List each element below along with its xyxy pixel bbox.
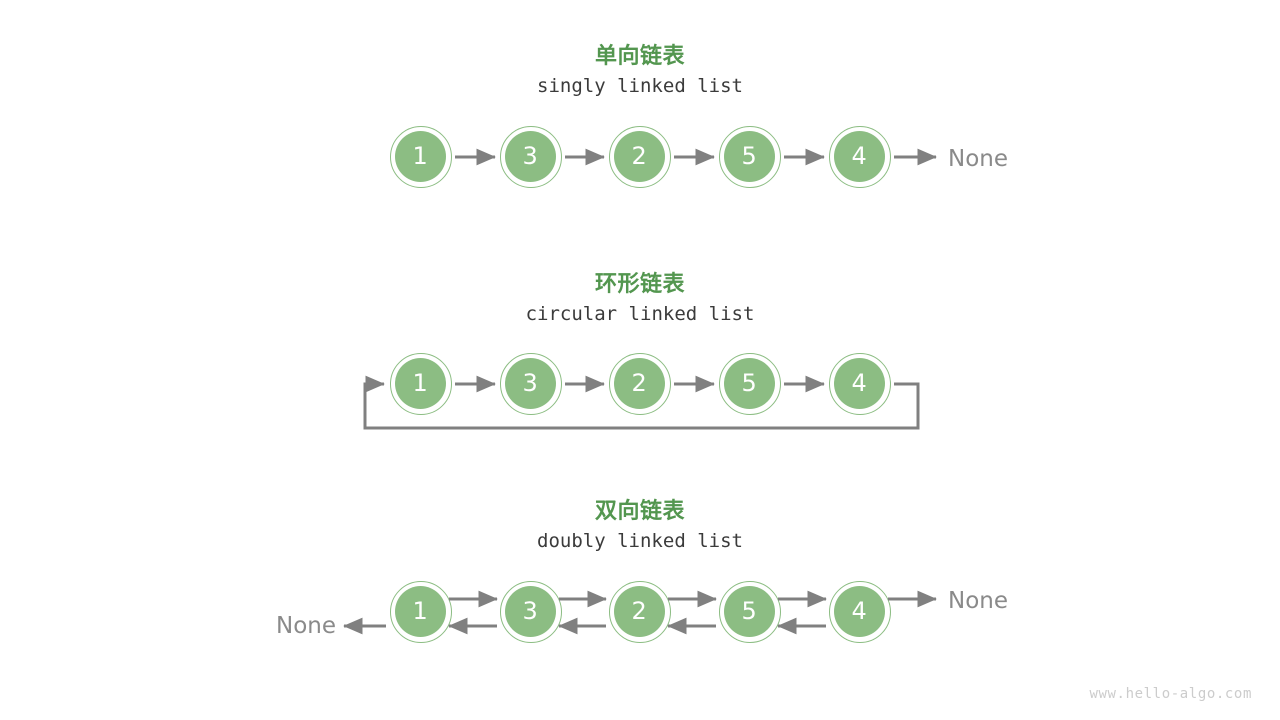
- doubly-tail-none-label: None: [948, 588, 1009, 614]
- node-value: 4: [851, 369, 867, 398]
- node-value: 3: [522, 369, 538, 398]
- node-disc: 3: [504, 585, 556, 637]
- list-node: 5: [719, 581, 781, 643]
- list-node: 2: [609, 353, 671, 415]
- node-value: 3: [522, 597, 538, 626]
- node-disc: 3: [504, 357, 556, 409]
- list-node: 1: [390, 126, 452, 188]
- node-disc: 2: [613, 130, 665, 182]
- node-disc: 3: [504, 130, 556, 182]
- list-node: 3: [500, 126, 562, 188]
- node-value: 2: [631, 597, 647, 626]
- list-node: 3: [500, 581, 562, 643]
- node-value: 5: [741, 142, 757, 171]
- node-disc: 1: [394, 357, 446, 409]
- list-node: 4: [829, 581, 891, 643]
- node-disc: 1: [394, 130, 446, 182]
- node-value: 1: [412, 597, 428, 626]
- list-node: 2: [609, 581, 671, 643]
- list-node: 4: [829, 353, 891, 415]
- node-value: 4: [851, 597, 867, 626]
- circular-list-title: 环形链表: [594, 272, 685, 297]
- node-value: 5: [741, 597, 757, 626]
- node-disc: 2: [613, 357, 665, 409]
- node-value: 5: [741, 369, 757, 398]
- list-node: 1: [390, 581, 452, 643]
- circular-list-subtitle: circular linked list: [525, 303, 755, 325]
- list-node: 5: [719, 353, 781, 415]
- node-disc: 4: [833, 357, 885, 409]
- doubly-list-subtitle: doubly linked list: [537, 530, 743, 552]
- node-disc: 5: [723, 357, 775, 409]
- node-value: 4: [851, 142, 867, 171]
- list-node: 4: [829, 126, 891, 188]
- doubly-head-none-label: None: [276, 613, 337, 639]
- node-disc: 5: [723, 585, 775, 637]
- doubly-list-title: 双向链表: [594, 499, 685, 524]
- singly-list-title: 单向链表: [594, 44, 685, 69]
- singly-list-subtitle: singly linked list: [537, 75, 743, 97]
- watermark: www.hello-algo.com: [1089, 686, 1252, 702]
- node-disc: 4: [833, 585, 885, 637]
- node-value: 2: [631, 369, 647, 398]
- list-node: 2: [609, 126, 671, 188]
- node-value: 1: [412, 369, 428, 398]
- list-node: 1: [390, 353, 452, 415]
- singly-tail-none-label: None: [948, 146, 1009, 172]
- node-disc: 2: [613, 585, 665, 637]
- list-node: 3: [500, 353, 562, 415]
- node-disc: 4: [833, 130, 885, 182]
- list-node: 5: [719, 126, 781, 188]
- node-disc: 5: [723, 130, 775, 182]
- node-disc: 1: [394, 585, 446, 637]
- node-value: 1: [412, 142, 428, 171]
- node-value: 3: [522, 142, 538, 171]
- node-value: 2: [631, 142, 647, 171]
